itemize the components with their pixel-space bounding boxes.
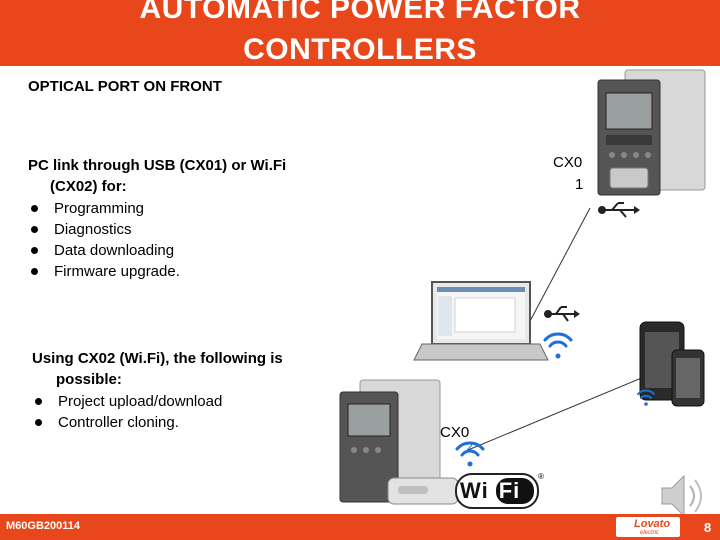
bullet-icon xyxy=(35,398,42,405)
wifi-logo xyxy=(455,473,539,509)
list-item: Controller cloning. xyxy=(32,412,222,433)
bullet-text: Firmware upgrade. xyxy=(54,263,180,280)
bullet-icon xyxy=(31,247,38,254)
wifi-signal-icon xyxy=(543,332,573,359)
link-line-usb xyxy=(519,207,591,341)
wifi-logo-fi: Fi xyxy=(498,478,521,503)
cx01-label-line2: 1 xyxy=(575,176,584,193)
document-code: M60GB200114 xyxy=(6,520,80,532)
wifi-signal-icon xyxy=(455,441,485,467)
brand-sub: electric xyxy=(640,530,660,536)
list-item: Programming xyxy=(28,198,180,219)
section2-intro-line2: possible: xyxy=(56,371,122,388)
link-line-wifi xyxy=(467,371,657,451)
bullet-icon xyxy=(31,205,38,212)
list-item: Data downloading xyxy=(28,240,180,261)
list-item: Project upload/download xyxy=(32,391,222,412)
bullet-text: Data downloading xyxy=(54,242,175,259)
bullet-text: Controller cloning. xyxy=(58,414,179,431)
header-title-line2: CONTROLLERS xyxy=(243,33,477,66)
section2-bullet-list: Project upload/download Controller cloni… xyxy=(32,391,222,433)
usb-icon xyxy=(598,202,640,218)
section1-intro-line1: PC link through USB (CX01) or Wi.Fi xyxy=(28,157,287,174)
subtitle: OPTICAL PORT ON FRONT xyxy=(28,78,222,95)
bullet-text: Project upload/download xyxy=(58,393,223,410)
section2-intro-line1: Using CX02 (Wi.Fi), the following is xyxy=(32,350,283,367)
bullet-text: Programming xyxy=(54,200,145,217)
header-bar: AUTOMATIC POWER FACTOR CONTROLLERS xyxy=(0,0,720,66)
list-item: Diagnostics xyxy=(28,219,180,240)
list-item: Firmware upgrade. xyxy=(28,261,180,282)
wifi-logo-wi: Wi xyxy=(460,478,489,503)
cx01-label-line1: CX0 xyxy=(553,154,583,171)
bullet-icon xyxy=(35,419,42,426)
controller-bottom-image xyxy=(339,379,459,505)
section1-intro: PC link through USB (CX01) or Wi.Fi (CX0… xyxy=(28,155,358,197)
registered-mark: ® xyxy=(538,472,544,481)
bullet-icon xyxy=(31,268,38,275)
footer-bar xyxy=(0,514,720,540)
brand-name: Lovato xyxy=(634,518,671,530)
cx02-label: CX0 xyxy=(440,424,470,441)
cx02-label-line2: 2 xyxy=(466,440,473,454)
wifi-logo-text: Wi Fi xyxy=(460,478,520,504)
wifi-signal-icon xyxy=(637,389,655,406)
phones-image xyxy=(639,321,705,407)
usb-icon xyxy=(544,306,580,322)
section2-intro: Using CX02 (Wi.Fi), the following is pos… xyxy=(32,348,362,390)
brand-logo xyxy=(616,517,680,537)
section1-intro-line2: (CX02) for: xyxy=(50,178,127,195)
bullet-text: Diagnostics xyxy=(54,221,132,238)
speaker-icon xyxy=(661,474,702,518)
bullet-icon xyxy=(31,226,38,233)
laptop-image xyxy=(413,281,549,361)
section1-bullet-list: Programming Diagnostics Data downloading… xyxy=(28,198,180,282)
controller-top-image xyxy=(597,69,706,196)
page-number: 8 xyxy=(704,520,712,535)
header-title-line1: AUTOMATIC POWER FACTOR xyxy=(139,0,581,25)
